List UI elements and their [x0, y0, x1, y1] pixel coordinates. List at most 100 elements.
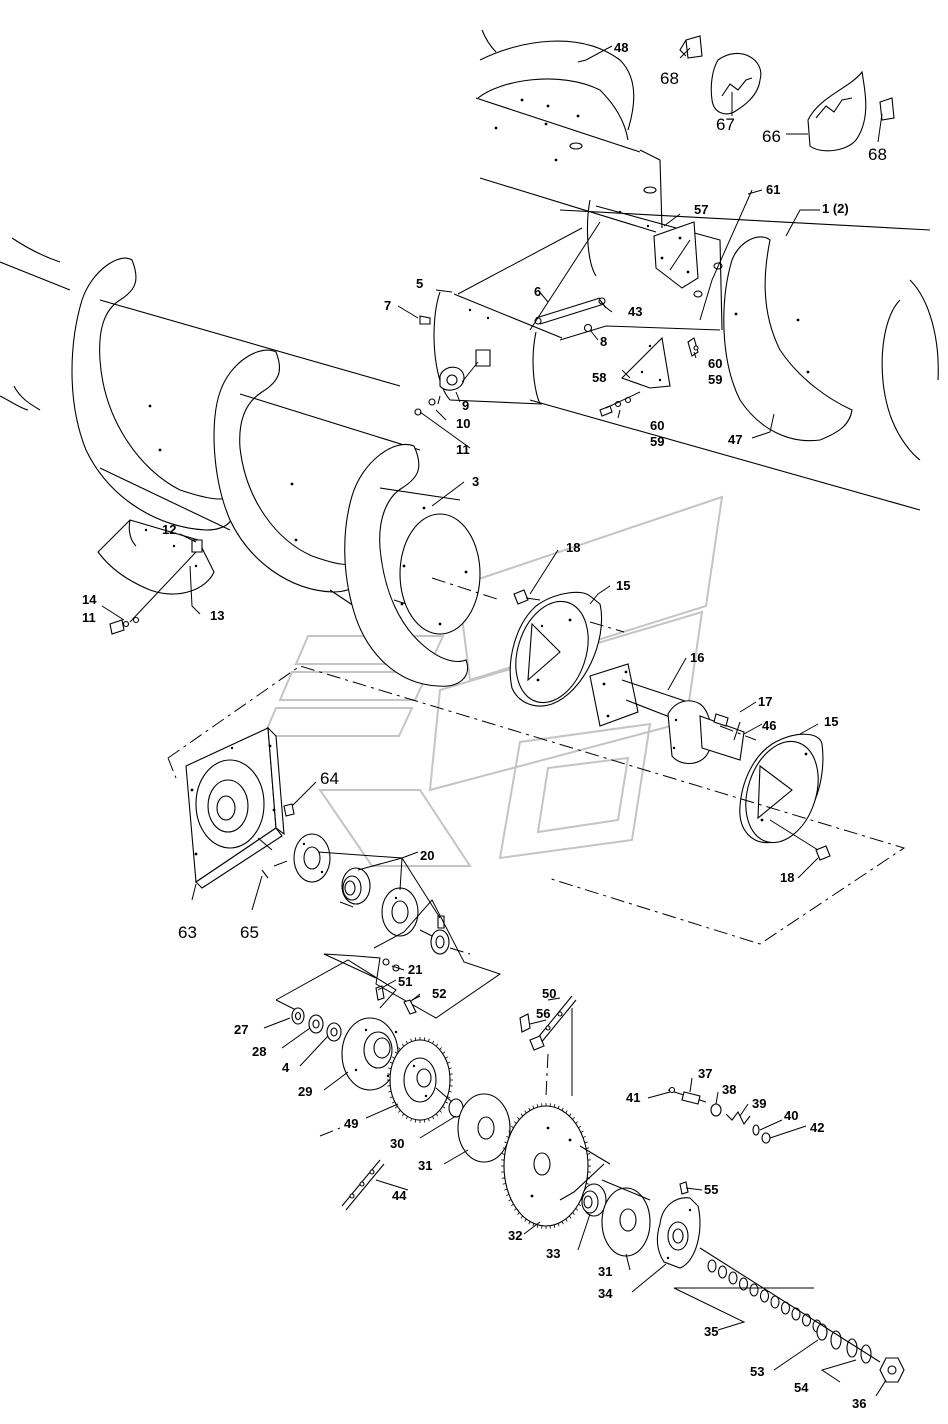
left-auger-tube: [0, 237, 421, 611]
label-6: 6: [534, 284, 541, 299]
sprocket-tooth: [432, 1116, 435, 1120]
label-20: 20: [420, 848, 434, 863]
label-58: 58: [592, 370, 606, 385]
label-57: 57: [694, 202, 708, 217]
label-56: 56: [536, 1006, 550, 1021]
tensioner-rod-37: [667, 1086, 707, 1105]
label-48: 48: [614, 40, 628, 55]
sprocket-tooth: [517, 1117, 520, 1120]
nut-42: [761, 1132, 771, 1144]
sprocket-tooth: [524, 1110, 527, 1114]
sprocket-tooth: [388, 1090, 392, 1093]
sprocket-tooth: [513, 1121, 517, 1124]
sprocket-tooth: [578, 1203, 582, 1207]
washer-27: [291, 1007, 305, 1025]
sprocket-tooth: [432, 1040, 435, 1044]
stack-washer: [728, 1271, 738, 1285]
hub-29: [341, 1017, 399, 1091]
sprocket-tooth: [510, 1203, 514, 1207]
sprocket-group-axis: [319, 1087, 881, 1363]
label-63: 63: [178, 923, 197, 942]
label-15-lower: 15: [824, 714, 838, 729]
sprocket-tooth: [572, 1212, 575, 1215]
spring-39: [725, 1110, 751, 1126]
label-27: 27: [234, 1022, 248, 1037]
watermark-logo: [262, 495, 724, 867]
pin-46: [733, 721, 741, 741]
bolt-52: [403, 995, 421, 1015]
sprocket-tooth: [439, 1047, 442, 1051]
sprocket-tooth: [504, 1188, 508, 1191]
sprocket-tooth: [568, 1113, 572, 1117]
sprocket-tooth: [394, 1051, 398, 1055]
part-labels: 48 68 67 66 68 61 1 (2) 57 5 6 7 43 8 58…: [82, 40, 887, 1411]
label-35: 35: [704, 1324, 718, 1339]
bearing-insert-20b: [341, 867, 371, 905]
sprocket-tooth: [517, 1212, 520, 1215]
label-7: 7: [384, 298, 391, 313]
label-15-upper: 15: [616, 578, 630, 593]
leader-lines: [101, 45, 887, 1397]
assembly-lines-top: [457, 189, 753, 341]
washer-28: [308, 1014, 324, 1034]
sprocket-tooth: [532, 1223, 535, 1227]
cover-5: [433, 291, 563, 405]
label-54: 54: [794, 1380, 809, 1395]
sprocket-49: [387, 1037, 453, 1123]
label-39: 39: [752, 1096, 766, 1111]
stub-shaft-16: [589, 663, 745, 765]
center-line-3: [431, 577, 501, 601]
label-32: 32: [508, 1228, 522, 1243]
label-31-left: 31: [418, 1158, 432, 1173]
sprocket-tooth: [394, 1105, 398, 1109]
sprocket-tooth: [575, 1208, 579, 1211]
bolt-51: [375, 985, 385, 1001]
bolt-64: [283, 803, 295, 817]
auger-shaft-3: [344, 443, 481, 687]
flight-segment-66: [807, 70, 867, 152]
nut-8: [583, 323, 593, 333]
sprocket-tooth: [587, 1153, 591, 1155]
label-67: 67: [716, 115, 735, 134]
sprocket-tooth: [448, 1090, 452, 1093]
label-28: 28: [252, 1044, 266, 1059]
sprocket-tooth: [410, 1038, 412, 1042]
plate-58: [620, 336, 671, 389]
label-52: 52: [432, 986, 446, 1001]
label-40: 40: [784, 1108, 798, 1123]
label-60-upper: 60: [708, 356, 722, 371]
assembly-dash-outline: [167, 665, 906, 945]
grease-nipple-21: [382, 958, 400, 972]
sprocket-tooth: [520, 1215, 524, 1219]
sprocket-tooth: [553, 1224, 556, 1228]
bolt-18-upper: [513, 589, 541, 605]
sprocket-tooth: [391, 1101, 396, 1104]
label-68-right: 68: [868, 145, 887, 164]
label-18-upper: 18: [566, 540, 580, 555]
label-50: 50: [542, 986, 556, 1001]
sprocket-tooth: [536, 1104, 539, 1108]
sprocket-tooth: [439, 1109, 442, 1113]
label-43: 43: [628, 304, 642, 319]
sprocket-tooth: [508, 1198, 512, 1202]
label-17: 17: [758, 694, 772, 709]
sprocket-tooth: [578, 1125, 582, 1129]
sprocket-tooth: [447, 1061, 451, 1064]
label-30: 30: [390, 1136, 404, 1151]
label-36: 36: [852, 1396, 866, 1411]
sprocket-tooth: [501, 1153, 505, 1155]
sprocket-tooth: [510, 1125, 514, 1129]
label-14: 14: [82, 592, 97, 607]
cover-plate-57: [587, 199, 723, 331]
large-sprocket-32: [501, 1103, 591, 1229]
stack-washer: [717, 1265, 728, 1279]
label-68-left: 68: [660, 69, 679, 88]
chain-50: [535, 995, 577, 1096]
stack-washer: [749, 1283, 759, 1297]
sprocket-tooth: [447, 1096, 451, 1099]
bracket-68-right: [879, 97, 895, 121]
shield-13: [97, 519, 215, 595]
sprocket-tooth: [557, 1223, 560, 1227]
sprocket-tooth: [442, 1051, 446, 1055]
nut-36: [879, 1357, 905, 1383]
